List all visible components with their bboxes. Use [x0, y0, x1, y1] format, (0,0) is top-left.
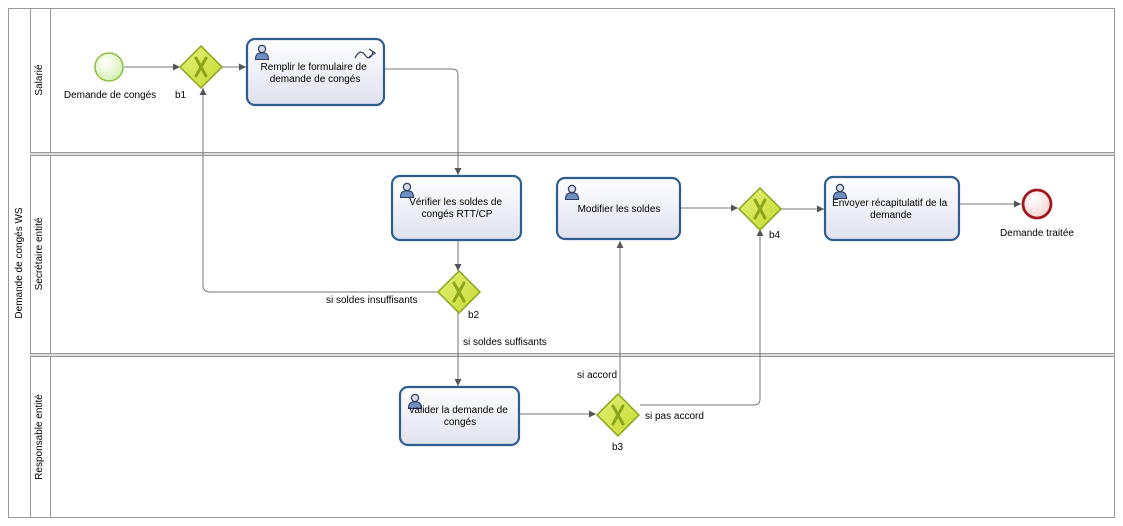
- task-label-line: Modifier les soldes: [578, 204, 661, 215]
- task-label: Envoyer récapitulatif de la demande: [832, 198, 950, 221]
- flow-conditions: si soldes insuffisants si soldes suffisa…: [326, 295, 704, 422]
- end-event[interactable]: Demande traitée: [1000, 188, 1074, 239]
- task-envoyer-recapitulatif[interactable]: Envoyer récapitulatif de la demande: [823, 175, 961, 242]
- task-label-line: congés: [444, 417, 476, 428]
- task-label: Vérifier les soldes de congés RTT/CP: [409, 197, 505, 220]
- task-label: Modifier les soldes: [578, 204, 661, 215]
- gateway-b1-label: b1: [175, 90, 187, 101]
- gateway-b1[interactable]: b1: [175, 44, 224, 101]
- task-label-line: valider la demande de: [409, 405, 508, 416]
- end-event-label: Demande traitée: [1000, 228, 1074, 239]
- gateway-b2-label: b2: [468, 310, 480, 321]
- gateway-b4-label: b4: [769, 230, 781, 241]
- flow-b3-to-b4: [640, 229, 764, 406]
- task-modifier-soldes[interactable]: Modifier les soldes: [555, 176, 682, 241]
- pool-label: Demande de congés WS: [14, 207, 25, 319]
- gateway-b3[interactable]: b3: [595, 392, 641, 453]
- send-icon: [354, 48, 377, 59]
- flow-b2-to-b1: [199, 88, 439, 293]
- sequence-flows: [124, 63, 1021, 418]
- task-remplir-formulaire[interactable]: Remplir le formulaire de demande de cong…: [245, 37, 386, 107]
- task-label-line: demande de congés: [270, 74, 361, 85]
- lanes: Salarié Secrétaire entité Responsable en…: [30, 8, 1114, 518]
- task-verifier-soldes[interactable]: Vérifier les soldes de congés RTT/CP: [390, 174, 523, 242]
- task-label: Remplir le formulaire de demande de cong…: [261, 62, 370, 85]
- flow-label-insuffisants: si soldes insuffisants: [326, 295, 418, 306]
- flow-label-suffisants: si soldes suffisants: [463, 337, 547, 348]
- lane-label-secretaire: Secrétaire entité: [34, 217, 45, 290]
- task-label-line: Envoyer récapitulatif de la: [832, 198, 948, 209]
- flow-remplir-to-verifier: [385, 68, 462, 175]
- start-event-label: Demande de congés: [64, 90, 156, 101]
- start-event[interactable]: Demande de congés: [64, 52, 156, 101]
- task-valider-demande[interactable]: valider la demande de congés: [398, 385, 521, 447]
- gateway-b3-label: b3: [612, 442, 624, 453]
- task-label-line: congés RTT/CP: [422, 209, 493, 220]
- pool: Demande de congés WS: [8, 8, 1115, 518]
- lane-label-responsable: Responsable entité: [34, 394, 45, 480]
- flow-label-accord: si accord: [577, 370, 617, 381]
- task-label-line: Vérifier les soldes de: [409, 197, 502, 208]
- task-label: valider la demande de congés: [409, 405, 510, 428]
- lane-label-salarie: Salarié: [34, 64, 45, 96]
- gateway-b4[interactable]: b4: [737, 186, 783, 241]
- task-label-line: demande: [870, 210, 912, 221]
- flow-label-pas-accord: si pas accord: [645, 411, 704, 422]
- task-label-line: Remplir le formulaire de: [261, 62, 368, 73]
- gateway-b2[interactable]: b2: [436, 269, 482, 321]
